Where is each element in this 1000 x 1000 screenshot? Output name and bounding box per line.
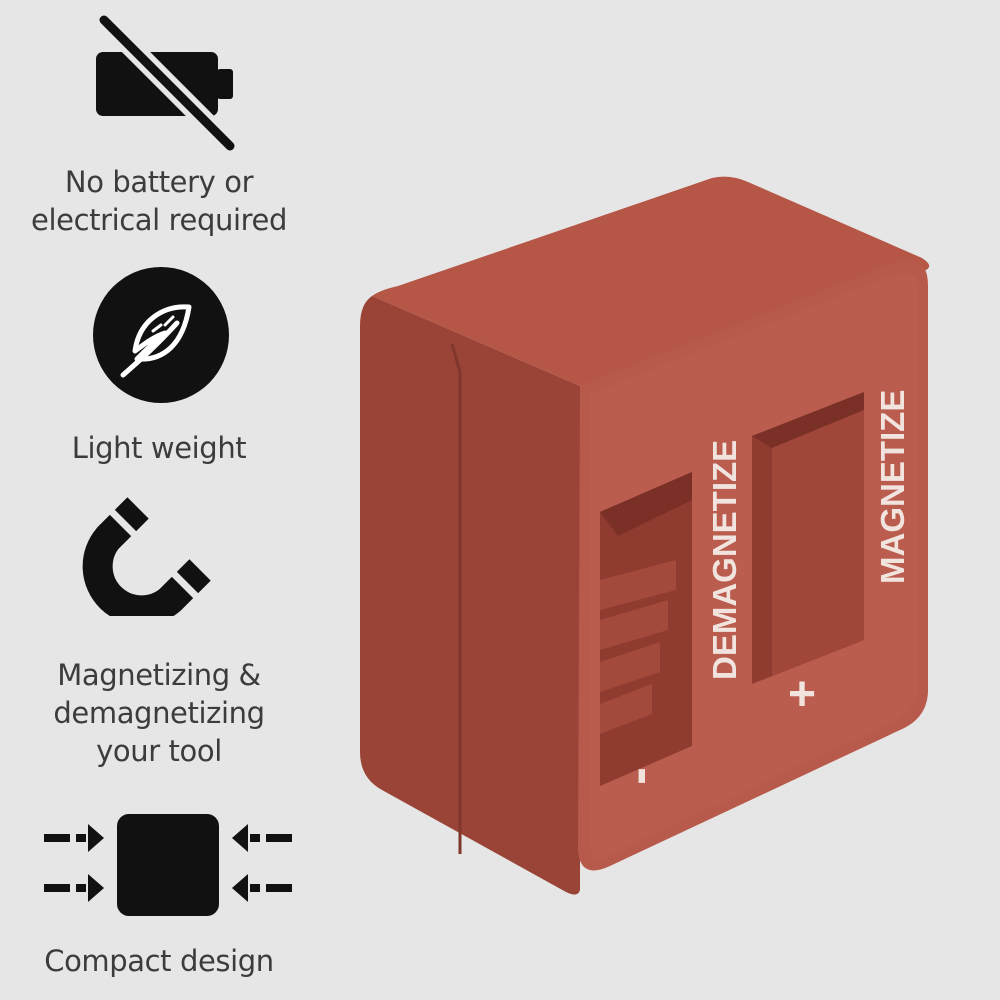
feather-icon xyxy=(93,267,229,403)
magnet-icon xyxy=(82,497,211,616)
feature-caption-line: demagnetizing xyxy=(53,696,265,730)
feature-caption-line: No battery or xyxy=(64,165,254,199)
feature-caption-line: electrical required xyxy=(31,203,287,237)
minus-symbol: - xyxy=(608,767,668,785)
demagnetize-label: DEMAGNETIZE xyxy=(706,440,743,680)
block-top-face xyxy=(372,176,930,388)
magnetize-label: MAGNETIZE xyxy=(874,390,911,584)
feature-caption-line: Compact design xyxy=(44,944,274,978)
compress-arrows-icon xyxy=(44,814,292,916)
plus-symbol: + xyxy=(788,668,816,721)
feature-caption-line: your tool xyxy=(96,734,222,768)
block-side-face xyxy=(360,296,580,895)
no-battery-icon xyxy=(96,15,235,151)
feature-caption-line: Light weight xyxy=(71,431,247,465)
feature-caption-line: Magnetizing & xyxy=(57,658,261,692)
